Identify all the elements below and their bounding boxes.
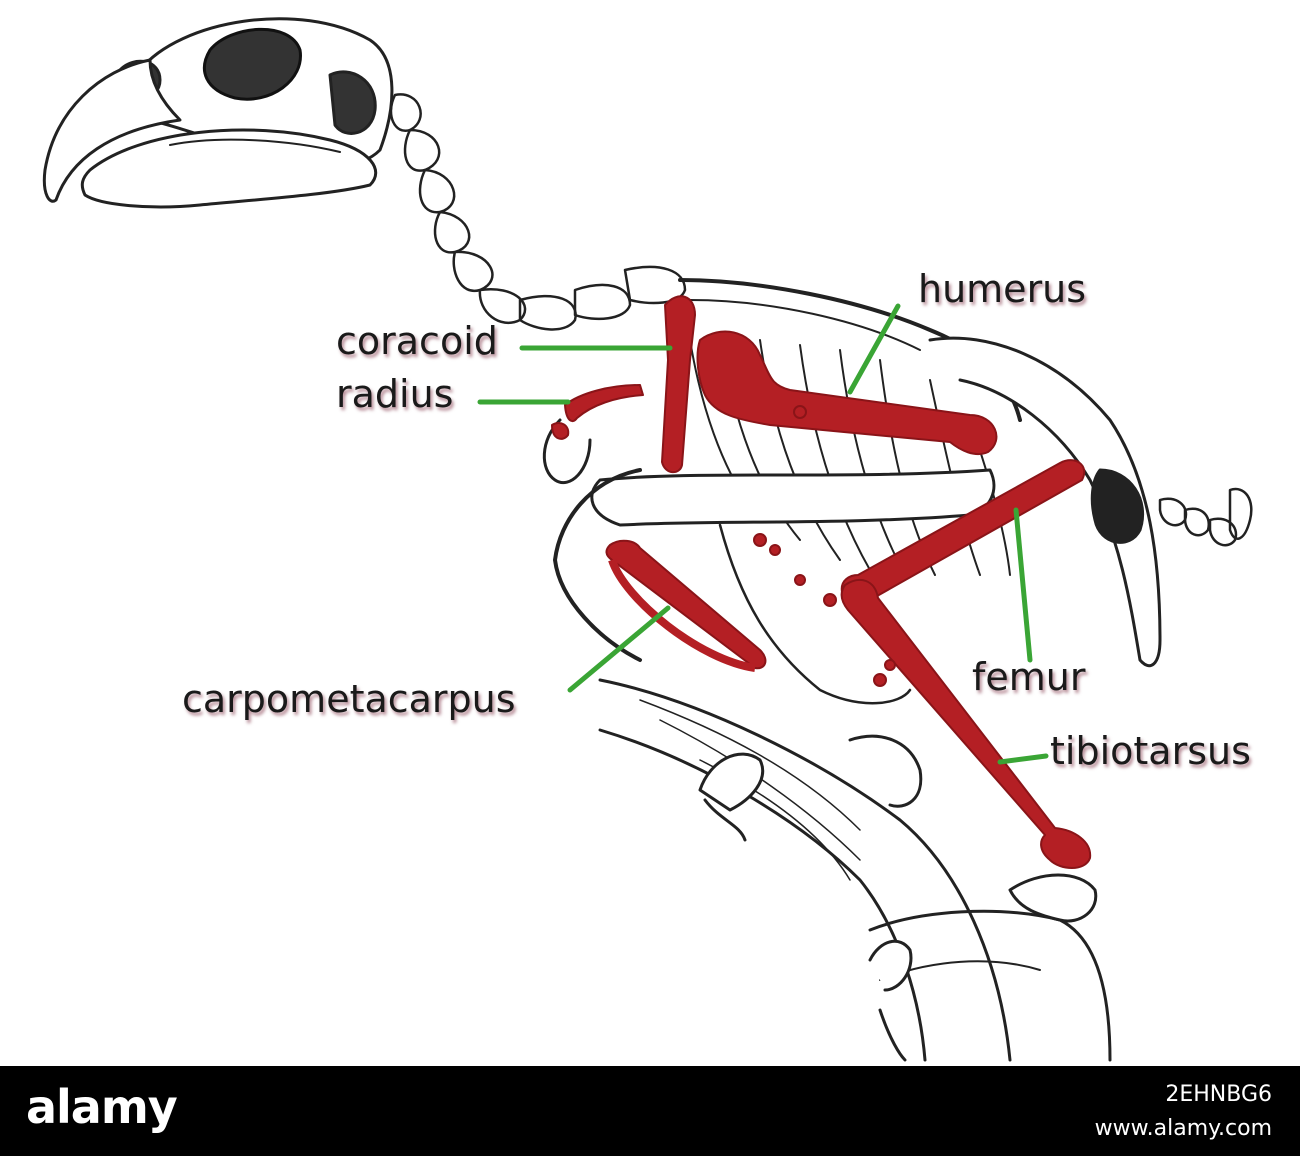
tibiotarsus-bone — [840, 578, 1092, 869]
folded-wing — [553, 468, 642, 662]
humerus-bone — [696, 330, 998, 456]
humerus-leader — [847, 303, 901, 395]
source-url: www.alamy.com — [1094, 1116, 1272, 1141]
upper-beak — [42, 58, 182, 203]
femur-label: femur — [972, 655, 1086, 699]
radius-bone — [564, 384, 644, 423]
coracoid-bone — [661, 295, 696, 474]
alamy-logo: alamy — [26, 1080, 178, 1134]
humerus-label: humerus — [918, 267, 1087, 311]
neck-vertebrae — [389, 93, 687, 331]
radius-label: radius — [336, 372, 454, 416]
parrot-skeleton-illustration — [42, 17, 1253, 1062]
highlighted-bones — [551, 295, 1092, 869]
occipital — [328, 70, 377, 135]
lower-jaw — [80, 128, 378, 209]
pelvis — [928, 336, 1162, 668]
carpometacarpus-leader — [567, 605, 671, 693]
femur-leader — [1013, 507, 1033, 663]
tibiotarsus-label: tibiotarsus — [1050, 729, 1251, 773]
perch-branch — [598, 678, 1012, 1062]
carpometacarpus-bone — [605, 539, 767, 670]
sternum — [590, 468, 996, 527]
feet-claws — [698, 734, 1098, 1062]
eye-orbit — [202, 27, 302, 101]
tail-vertebrae — [1158, 487, 1253, 547]
skeleton-sketch — [42, 17, 1253, 1062]
tibiotarsus-leader — [997, 753, 1049, 765]
diagram-canvas: humerus coracoid radius femur carpometac… — [42, 17, 1253, 1062]
coracoid-label: coracoid — [336, 319, 498, 363]
watermark-footer: alamy 2EHNBG6 www.alamy.com — [0, 1066, 1300, 1156]
lower-perch — [868, 909, 1112, 1062]
image-id: 2EHNBG6 — [1165, 1082, 1272, 1107]
leader-lines — [477, 303, 1049, 765]
carpometacarpus-label: carpometacarpus — [182, 677, 516, 721]
